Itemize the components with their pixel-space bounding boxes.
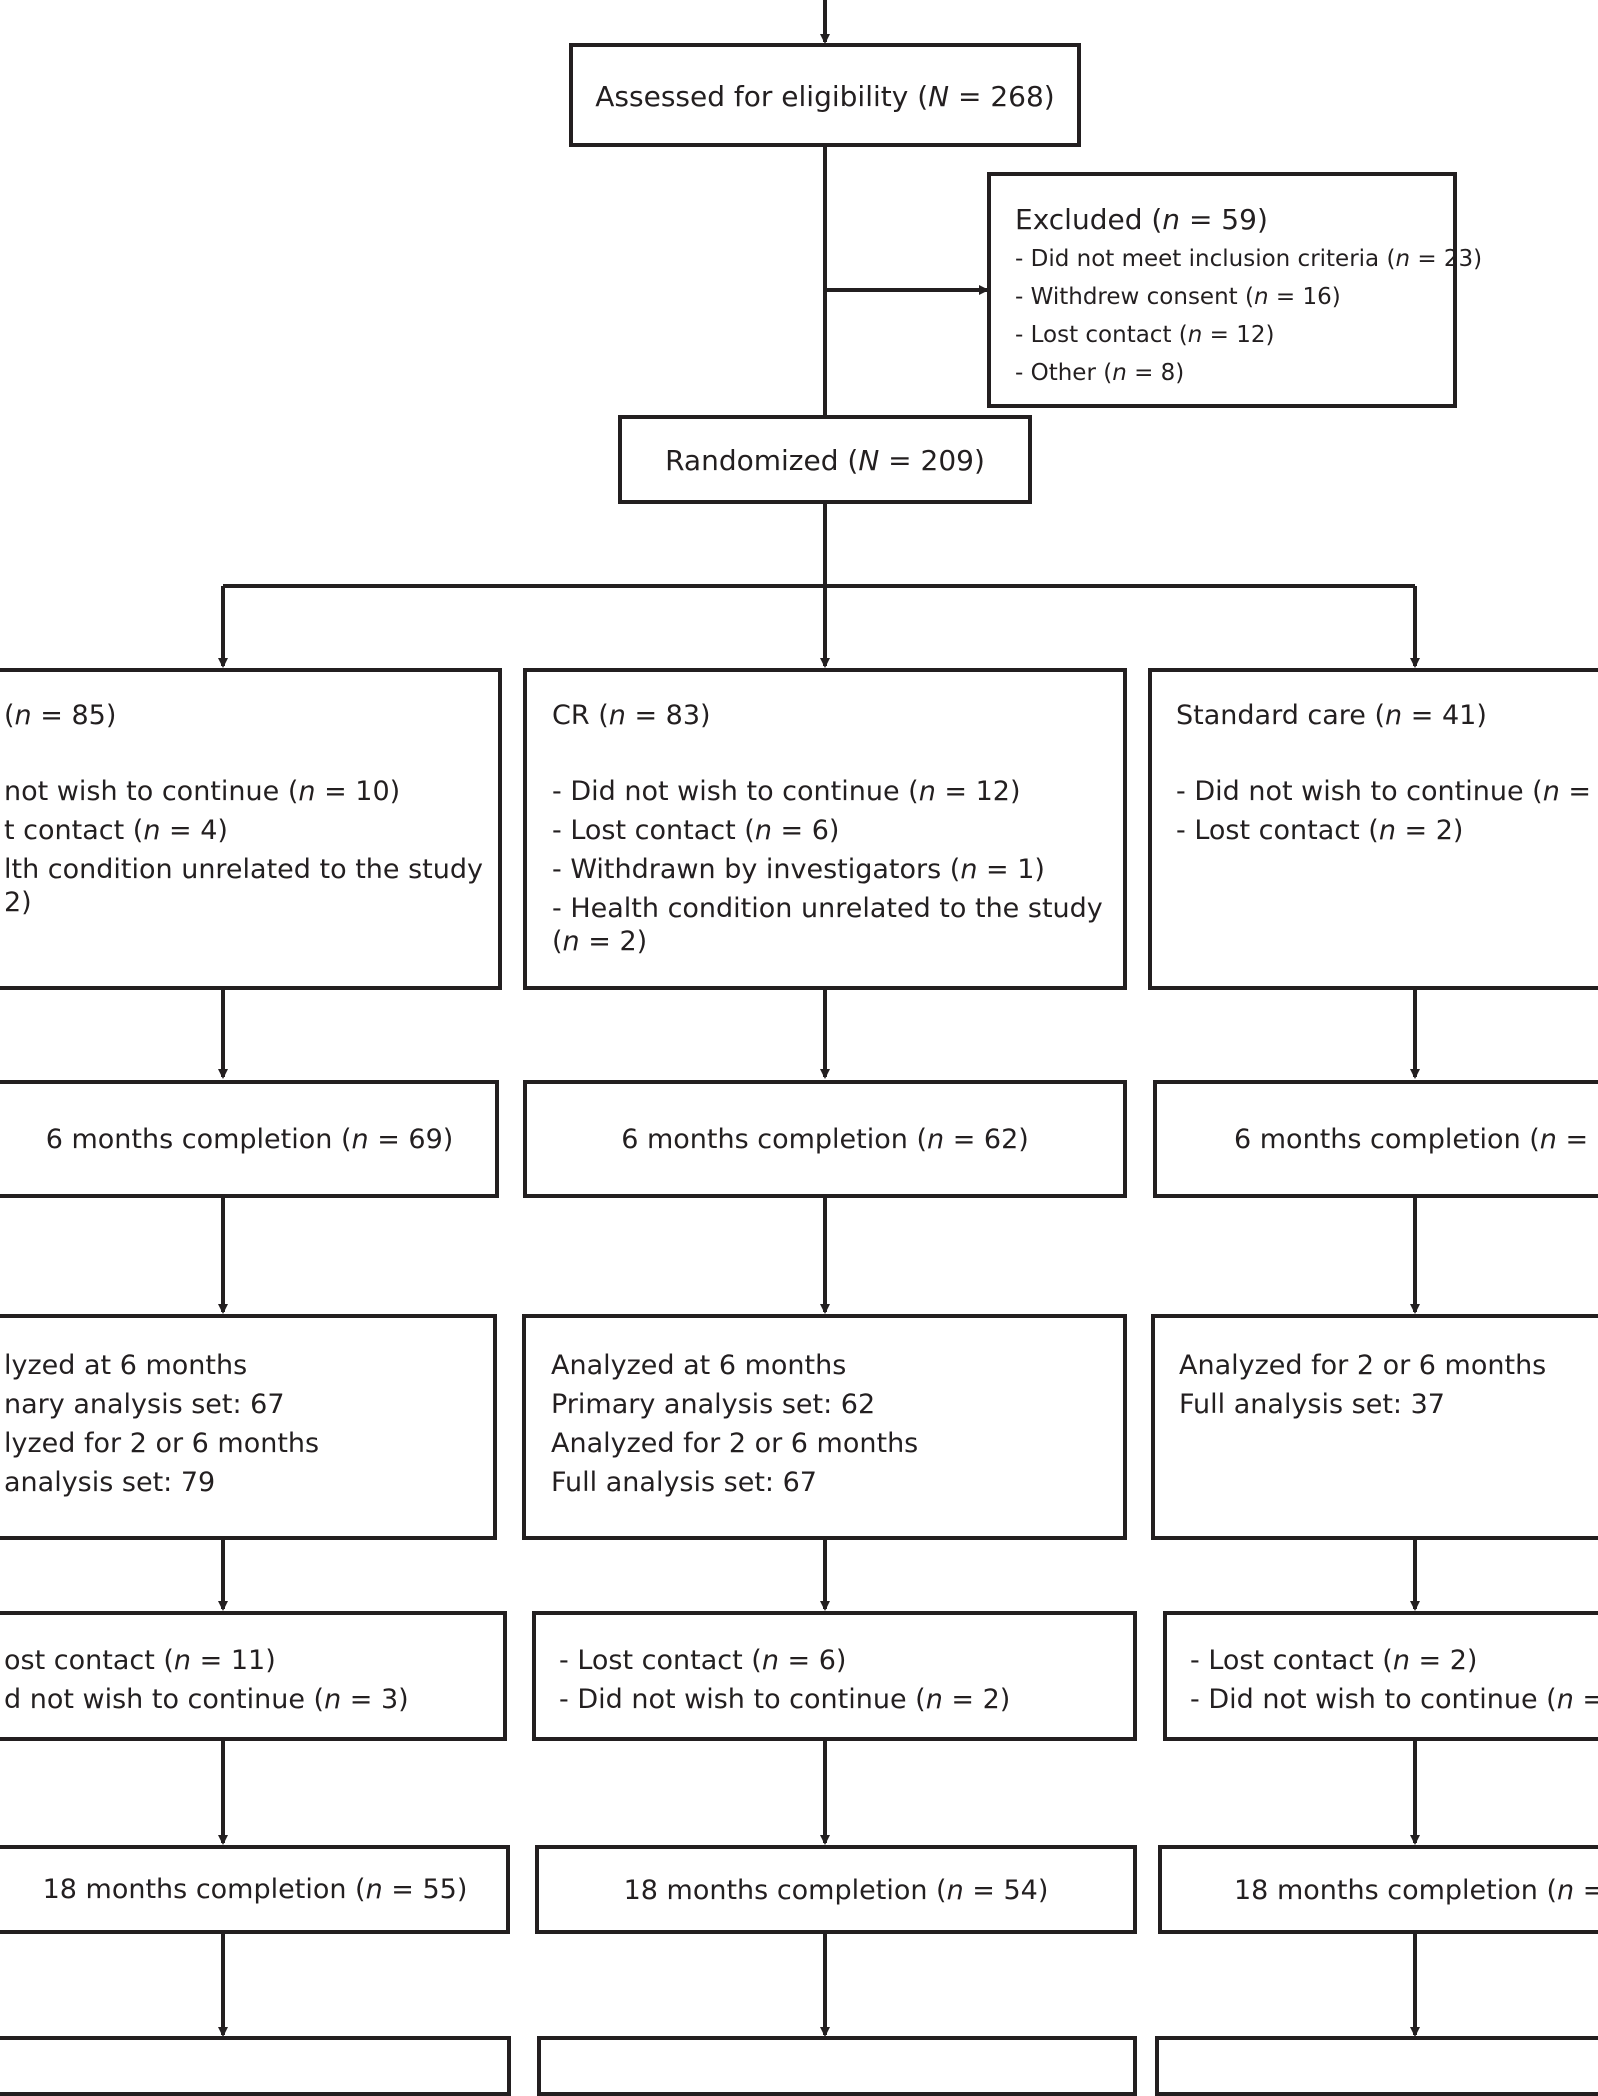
arm-2-dropout: - Withdrawn by investigators (n = 1) (552, 854, 1045, 885)
arm-3-analysis-line: Analyzed for 2 or 6 months (1179, 1350, 1547, 1381)
arm-2-dropout: - Health condition unrelated to the stud… (552, 893, 1103, 924)
arm-1-completion18-label: 18 months completion (n = 55) (42, 1874, 468, 1905)
arm-1-followup-line: ost contact (n = 11) (4, 1645, 276, 1676)
arm-3-completion6-label: 6 months completion (n = 32) (1234, 1124, 1598, 1155)
arm-3-allocation-box: Standard care (n = 41) - Did not wish to… (1148, 668, 1598, 990)
arm-2-completion6-box: 6 months completion (n = 62) (523, 1080, 1127, 1198)
arm-2-next-box (537, 2036, 1137, 2096)
arm-2-title: CR (n = 83) (552, 700, 711, 731)
arm-3-dropout: - Did not wish to continue (n = 7) (1176, 776, 1598, 807)
arm-1-next-box (0, 2036, 511, 2096)
arm-1-completion6-label: 6 months completion (n = 69) (45, 1124, 454, 1155)
arm-2-followup-box: - Lost contact (n = 6) - Did not wish to… (532, 1611, 1137, 1741)
excluded-box: Excluded (n = 59) - Did not meet inclusi… (987, 172, 1482, 408)
eligibility-label: Assessed for eligibility (N = 268) (595, 80, 1055, 113)
arm-2-analysis-line: Full analysis set: 67 (551, 1467, 817, 1498)
arm-1-analysis-line: lyzed for 2 or 6 months (4, 1428, 320, 1459)
arm-3-completion6-box: 6 months completion (n = 32) (1153, 1080, 1598, 1198)
arm-1-analysis-line: lyzed at 6 months (4, 1350, 248, 1381)
arm-3-dropout: - Lost contact (n = 2) (1176, 815, 1464, 846)
excluded-item: - Did not meet inclusion criteria (n = 2… (1015, 246, 1483, 272)
arm-2-allocation-box: CR (n = 83) - Did not wish to continue (… (523, 668, 1127, 990)
arm-1-followup-line: d not wish to continue (n = 3) (4, 1684, 409, 1715)
arm-2-completion6-label: 6 months completion (n = 62) (621, 1124, 1029, 1155)
arm-1-dropout: 2) (4, 887, 32, 918)
excluded-item: - Lost contact (n = 12) (1015, 322, 1275, 348)
arm-1-analysis-line: analysis set: 79 (4, 1467, 216, 1498)
arm-3-followup-line: - Lost contact (n = 2) (1190, 1645, 1478, 1676)
arm-3-followup-box: - Lost contact (n = 2) - Did not wish to… (1163, 1611, 1598, 1741)
arm-3-next-box (1155, 2036, 1598, 2096)
arm-2-dropout: - Lost contact (n = 6) (552, 815, 840, 846)
arm-2-completion18-label: 18 months completion (n = 54) (623, 1875, 1049, 1906)
arm-1-dropout: t contact (n = 4) (4, 815, 228, 846)
arm-1-completion18-box: 18 months completion (n = 55) (0, 1845, 510, 1934)
eligibility-box: Assessed for eligibility (N = 268) (569, 43, 1081, 147)
arm-3-followup-line: - Did not wish to continue (n = 2) (1190, 1684, 1598, 1715)
arm-2-followup-line: - Did not wish to continue (n = 2) (559, 1684, 1011, 1715)
arm-1-completion6-box: 6 months completion (n = 69) (0, 1080, 499, 1198)
excluded-item: - Other (n = 8) (1015, 360, 1185, 386)
arm-1-allocation-box: (n = 85) not wish to continue (n = 10) t… (0, 668, 502, 990)
arm-2-dropout: - Did not wish to continue (n = 12) (552, 776, 1021, 807)
arm-2-followup-line: - Lost contact (n = 6) (559, 1645, 847, 1676)
arm-3-title: Standard care (n = 41) (1176, 700, 1487, 731)
excluded-item: - Withdrew consent (n = 16) (1015, 284, 1341, 310)
arm-1-analysis-line: nary analysis set: 67 (4, 1389, 285, 1420)
arm-1-analysis-box: lyzed at 6 months nary analysis set: 67 … (0, 1314, 497, 1540)
arm-2-analysis-box: Analyzed at 6 months Primary analysis se… (522, 1314, 1127, 1540)
arm-3-completion18-box: 18 months completion (n = 28 (1158, 1845, 1598, 1934)
arm-1-dropout: lth condition unrelated to the study (4, 854, 483, 885)
randomized-box: Randomized (N = 209) (618, 415, 1032, 504)
arm-3-completion18-label: 18 months completion (n = 28 (1234, 1875, 1598, 1906)
arm-2-analysis-line: Primary analysis set: 62 (551, 1389, 876, 1420)
arm-2-completion18-box: 18 months completion (n = 54) (535, 1845, 1137, 1934)
arm-2-dropout: (n = 2) (552, 926, 648, 957)
arm-1-title: (n = 85) (4, 700, 117, 731)
randomized-label: Randomized (N = 209) (665, 444, 985, 477)
arm-3-analysis-line: Full analysis set: 37 (1179, 1389, 1445, 1420)
arm-1-dropout: not wish to continue (n = 10) (4, 776, 401, 807)
arm-1-followup-box: ost contact (n = 11) d not wish to conti… (0, 1611, 507, 1741)
excluded-title: Excluded (n = 59) (1015, 203, 1268, 236)
arm-2-analysis-line: Analyzed at 6 months (551, 1350, 847, 1381)
arm-3-analysis-box: Analyzed for 2 or 6 months Full analysis… (1151, 1314, 1598, 1540)
arm-2-analysis-line: Analyzed for 2 or 6 months (551, 1428, 919, 1459)
